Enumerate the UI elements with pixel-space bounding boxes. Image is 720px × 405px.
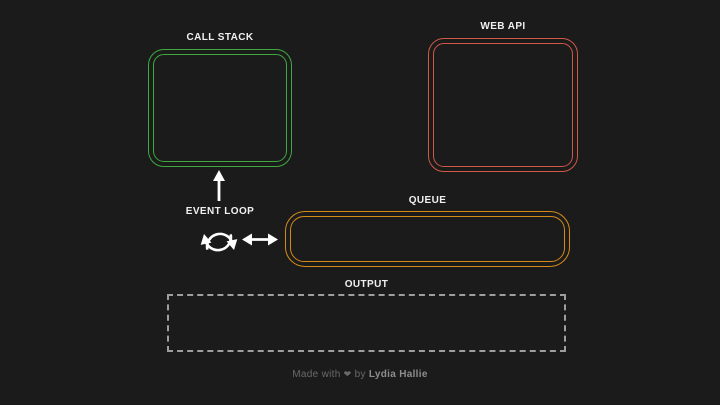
sync-circular-arrows-icon (200, 232, 238, 252)
arrow-left-right-icon (242, 233, 278, 246)
call-stack-box-inner-border (153, 54, 287, 162)
output-box (167, 294, 566, 352)
queue-box (285, 211, 570, 267)
output-label: OUTPUT (344, 279, 389, 290)
call-stack-label: CALL STACK (186, 32, 254, 43)
queue-label: QUEUE (408, 195, 447, 206)
heart-icon: ❤ (343, 369, 352, 379)
footer-credit: Made with ❤ by Lydia Hallie (0, 369, 720, 380)
call-stack-box (148, 49, 292, 167)
footer-made-with-text: Made with (292, 369, 341, 380)
footer-author-name: Lydia Hallie (368, 369, 428, 380)
web-api-box (428, 38, 578, 172)
event-loop-label: EVENT LOOP (185, 206, 255, 217)
footer-by-text: by (354, 369, 366, 380)
web-api-label: WEB API (480, 21, 526, 32)
web-api-box-inner-border (433, 43, 573, 167)
queue-box-inner-border (290, 216, 565, 262)
arrow-up-icon (213, 170, 225, 201)
